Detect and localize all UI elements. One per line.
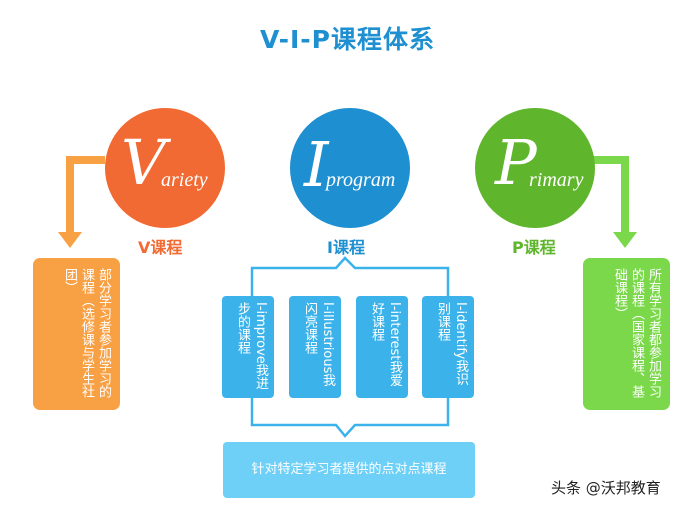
- i-course-cn: 我闪亮课程: [302, 302, 335, 387]
- v-word: ariety: [161, 169, 208, 191]
- i-letter: I: [304, 128, 329, 201]
- i-course-cn: 我识别课程: [435, 302, 468, 386]
- i-label: I课程: [327, 238, 365, 257]
- p-letter: P: [495, 126, 537, 199]
- i-course-cn: 我进步的课程: [235, 302, 268, 390]
- i-course-en: I-identify: [453, 302, 468, 360]
- i-course-cn: 我爱好课程: [369, 302, 402, 387]
- i-course-item: I-improve我进步的课程: [222, 296, 274, 398]
- i-course-item: I-interest我爱好课程: [356, 296, 408, 398]
- i-circle: I program: [290, 108, 410, 228]
- p-circle: P rimary: [475, 108, 595, 228]
- i-course-en: I-improve: [253, 302, 268, 364]
- p-word: rimary: [529, 169, 584, 191]
- i-course-en: I-illustrious: [320, 302, 335, 374]
- i-course-item: I-identify我识别课程: [422, 296, 474, 398]
- v-description-box: 部分学习者参加学习的课程（选修课与学生社团）: [33, 258, 120, 410]
- watermark: 头条 @沃邦教育: [551, 479, 661, 497]
- i-bottom-description: 针对特定学习者提供的点对点课程: [223, 442, 475, 498]
- p-description: 所有学习者都参加学习的课程（国家课程、基础课程）: [612, 268, 661, 398]
- page-title: V-I-P课程体系: [260, 25, 435, 54]
- p-label: P课程: [512, 238, 556, 257]
- v-description: 部分学习者参加学习的课程（选修课与学生社团）: [62, 268, 111, 398]
- i-course-item: I-illustrious我闪亮课程: [289, 296, 341, 398]
- v-label: V课程: [138, 238, 183, 257]
- i-course-en: I-interest: [387, 302, 402, 361]
- p-description-box: 所有学习者都参加学习的课程（国家课程、基础课程）: [583, 258, 670, 410]
- i-word: program: [326, 169, 396, 191]
- v-circle: V ariety: [105, 108, 225, 228]
- v-letter: V: [121, 126, 166, 199]
